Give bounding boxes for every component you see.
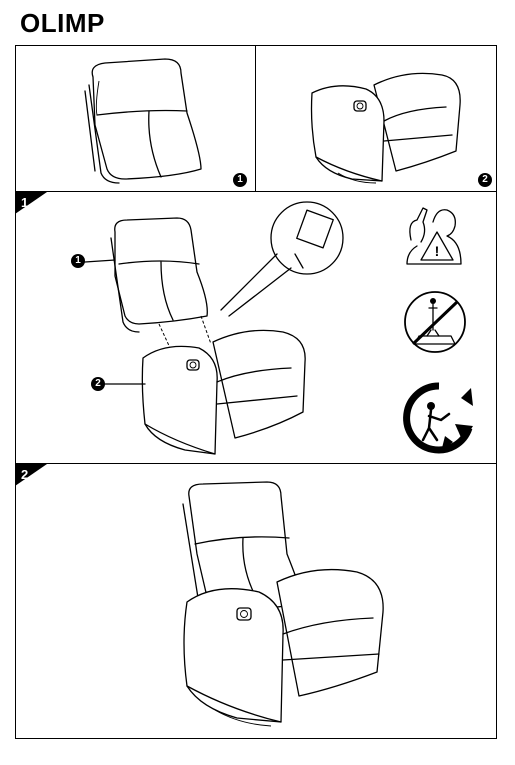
panel-part-seat: 2 <box>256 45 497 191</box>
divider-step-1 <box>15 191 497 192</box>
document-title: OLIMP <box>20 8 105 38</box>
backrest-illustration <box>84 58 202 184</box>
recycle-icon <box>403 382 473 454</box>
callout-badge: 1 <box>71 254 85 268</box>
assembly-illustration <box>84 201 344 455</box>
panel-part-backrest: 1 <box>15 45 255 191</box>
part-number-badge: 2 <box>478 173 492 187</box>
part-number-badge: 1 <box>233 173 247 187</box>
panel-step-2: 2 <box>15 464 497 739</box>
divider-step-2 <box>15 463 497 464</box>
step-flag <box>15 464 47 486</box>
instruction-frame <box>15 45 497 739</box>
callout-badge: 2 <box>91 377 105 391</box>
step-number: 1 <box>21 195 29 210</box>
seat-base-illustration <box>310 72 461 184</box>
step-number: 2 <box>21 467 29 482</box>
step-flag <box>15 192 47 214</box>
top-divider-vertical <box>255 45 256 191</box>
assembled-chair-illustration <box>182 481 384 727</box>
exclamation-icon: ! <box>435 243 440 259</box>
panel-step-1: 1 1 2 ! <box>15 192 497 463</box>
no-standing-icon <box>404 291 466 353</box>
tool-warning-icon: ! <box>406 207 462 265</box>
